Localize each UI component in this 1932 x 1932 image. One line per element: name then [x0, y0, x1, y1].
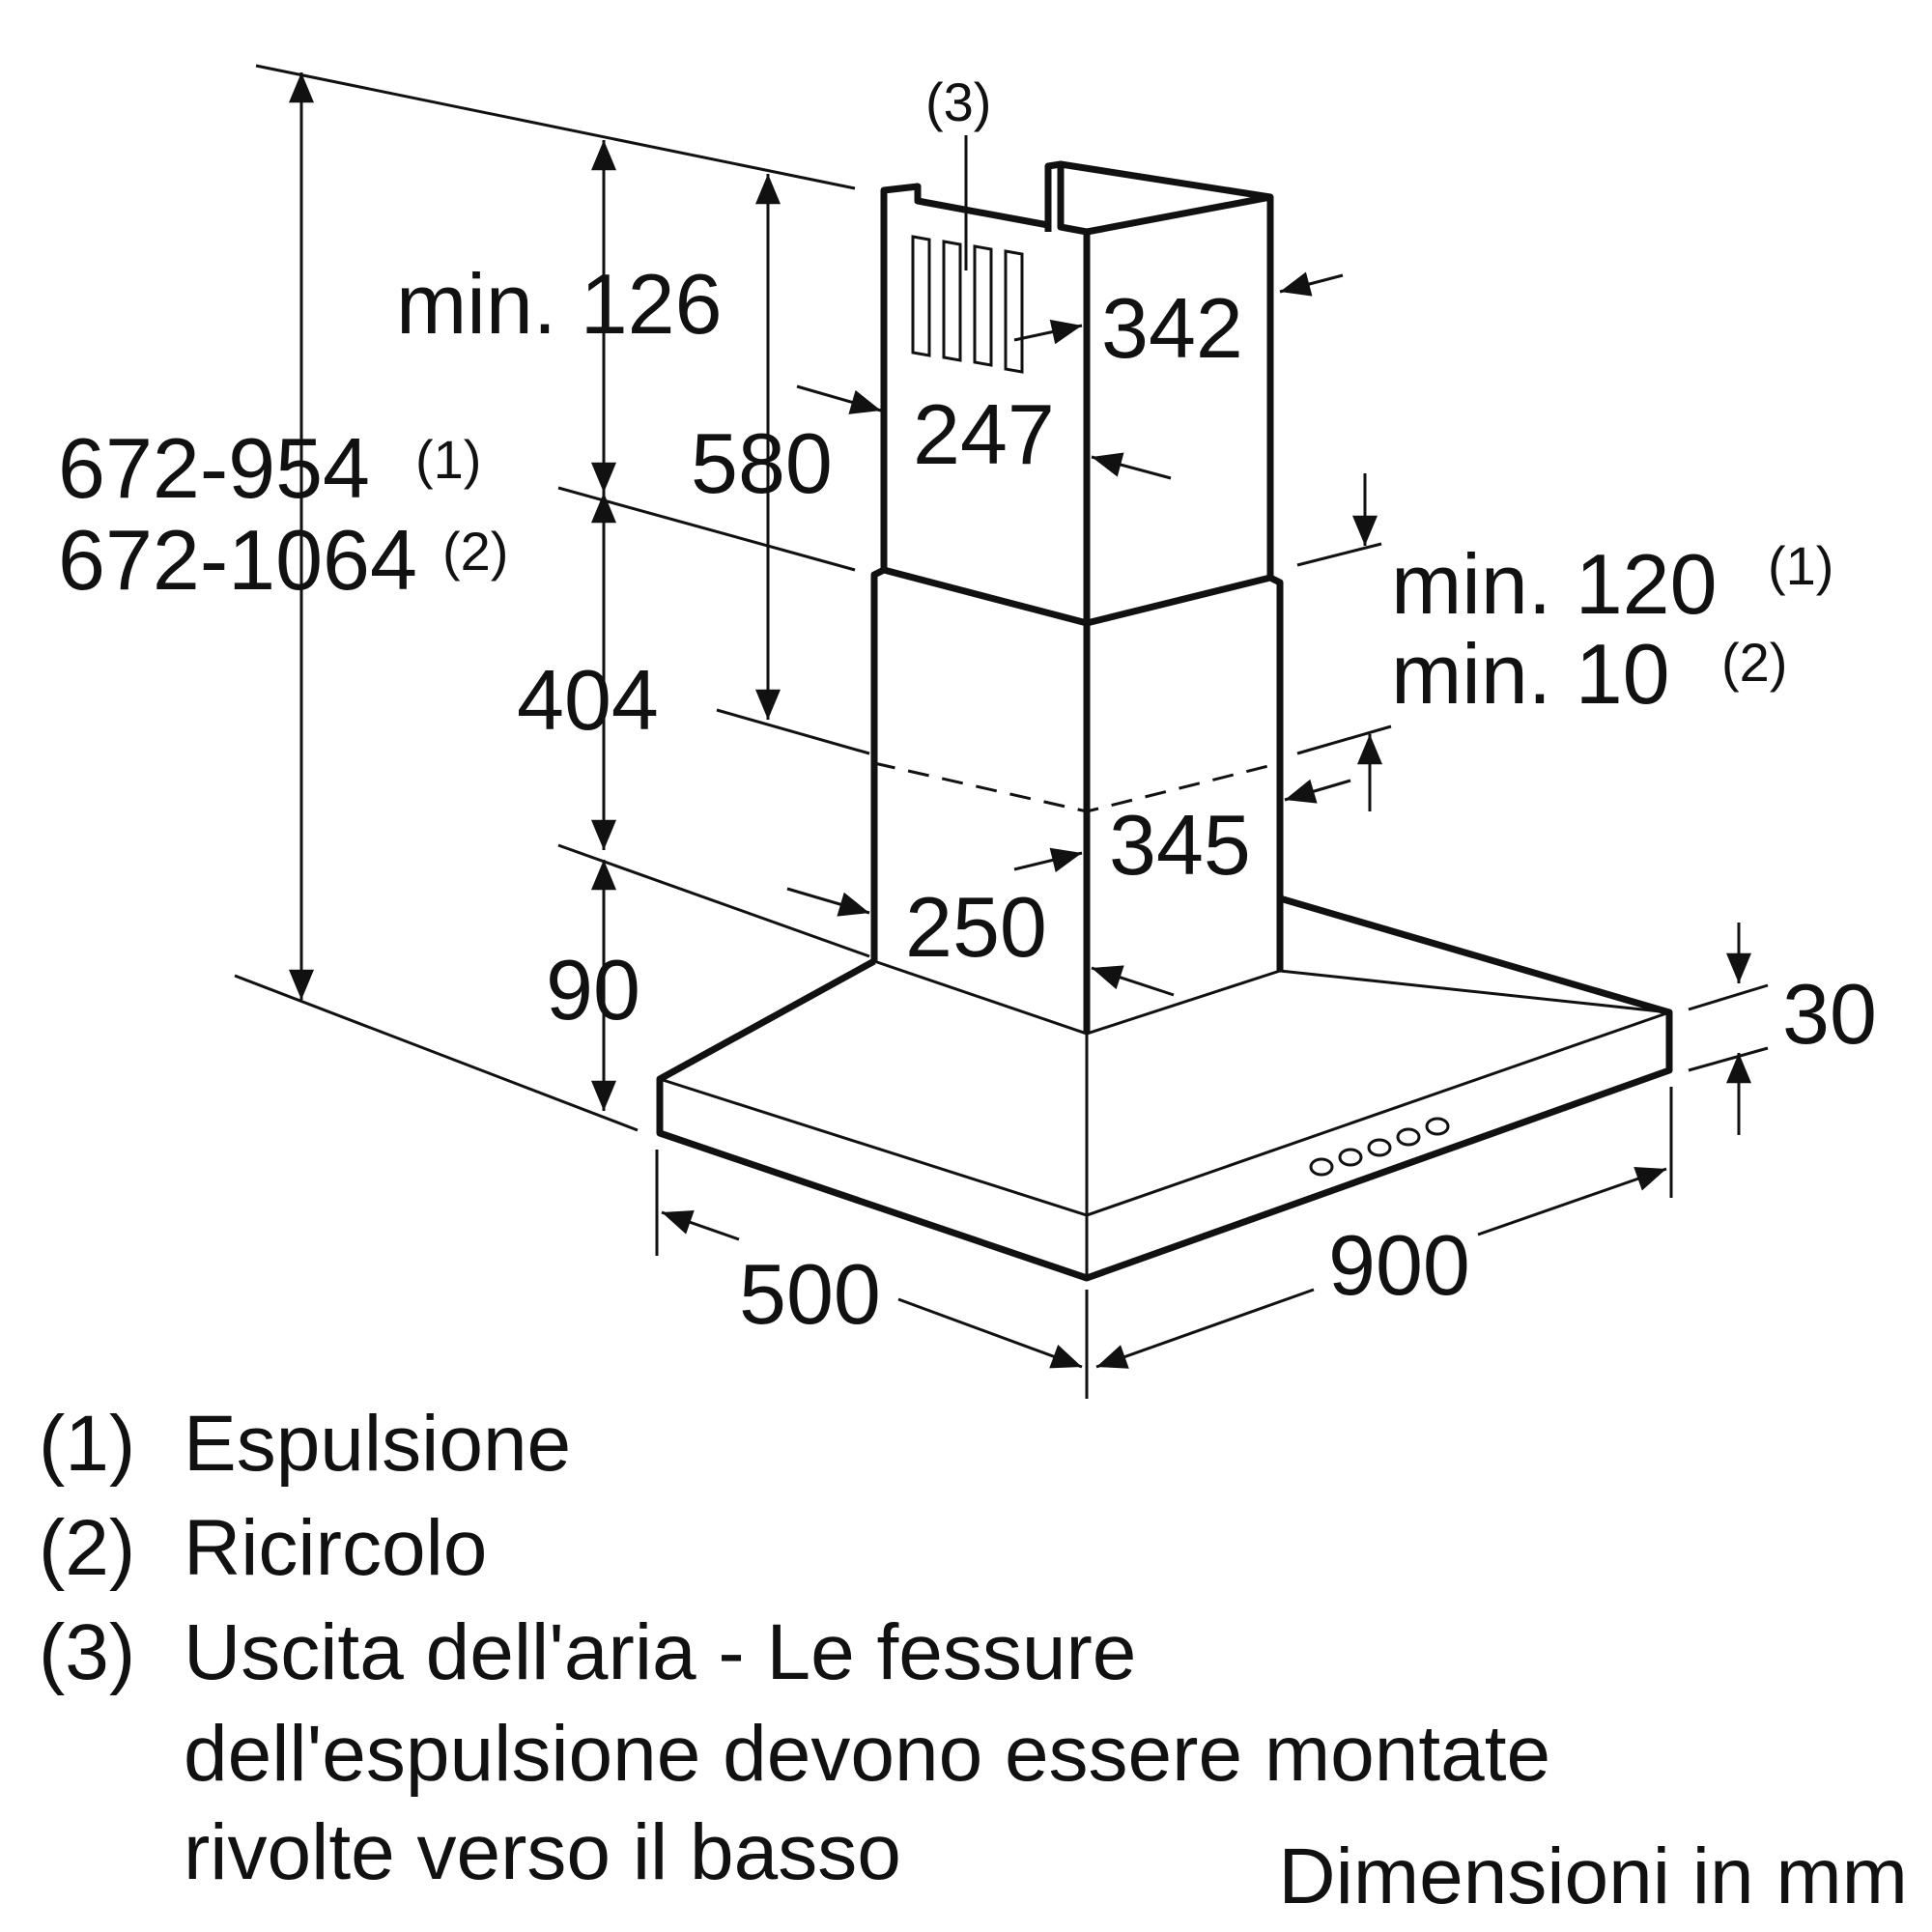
dim-range-1-note: (1) — [415, 429, 481, 490]
dim-min-120-note: (1) — [1768, 535, 1833, 596]
dim-range-2: 672-1064 — [58, 512, 417, 608]
dim-30: 30 — [1782, 966, 1877, 1062]
dim-min-126: min. 126 — [396, 256, 723, 352]
dim-range-2-note: (2) — [442, 521, 508, 582]
dimension-labels: min. 126 672-954 (1) 672-1064 (2) 580 40… — [58, 71, 1877, 1342]
dim-580: 580 — [691, 415, 833, 511]
dim-247: 247 — [913, 386, 1055, 482]
dimension-lines — [234, 64, 1769, 1399]
dim-250: 250 — [905, 879, 1047, 975]
legend-item-2-num: (2) — [39, 1504, 135, 1592]
legend-item-3-line3: rivolte verso il basso — [184, 1808, 901, 1896]
dim-345: 345 — [1109, 797, 1251, 893]
legend-item-3-line2: dell'espulsione devono essere montate — [184, 1710, 1550, 1798]
dim-min-10: min. 10 — [1391, 626, 1670, 722]
dim-342: 342 — [1101, 280, 1243, 376]
legend-item-3-line1: Uscita dell'aria - Le fessure — [184, 1608, 1136, 1696]
dim-range-1: 672-954 — [58, 420, 370, 516]
dim-90: 90 — [546, 942, 640, 1037]
units-label: Dimensioni in mm — [1278, 1833, 1908, 1920]
dim-500: 500 — [739, 1246, 881, 1342]
legend-item-1-num: (1) — [39, 1400, 135, 1488]
dim-min-10-note: (2) — [1721, 632, 1787, 693]
lower-chimney — [870, 566, 1284, 1034]
dim-900: 900 — [1328, 1217, 1470, 1313]
legend-item-2-text: Ricircolo — [184, 1504, 487, 1592]
control-knobs — [1309, 1117, 1450, 1177]
air-outlet-slots — [911, 235, 1024, 374]
legend: (1) Espulsione (2) Ricircolo (3) Uscita … — [39, 1400, 1908, 1920]
callout-3: (3) — [925, 71, 991, 132]
legend-item-3-num: (3) — [39, 1608, 135, 1696]
dim-min-120: min. 120 — [1391, 536, 1718, 632]
upper-chimney — [880, 160, 1274, 623]
hood-drawing — [656, 160, 1673, 1282]
legend-item-1-text: Espulsione — [184, 1400, 571, 1488]
dim-404: 404 — [517, 652, 659, 748]
canopy — [656, 895, 1673, 1282]
